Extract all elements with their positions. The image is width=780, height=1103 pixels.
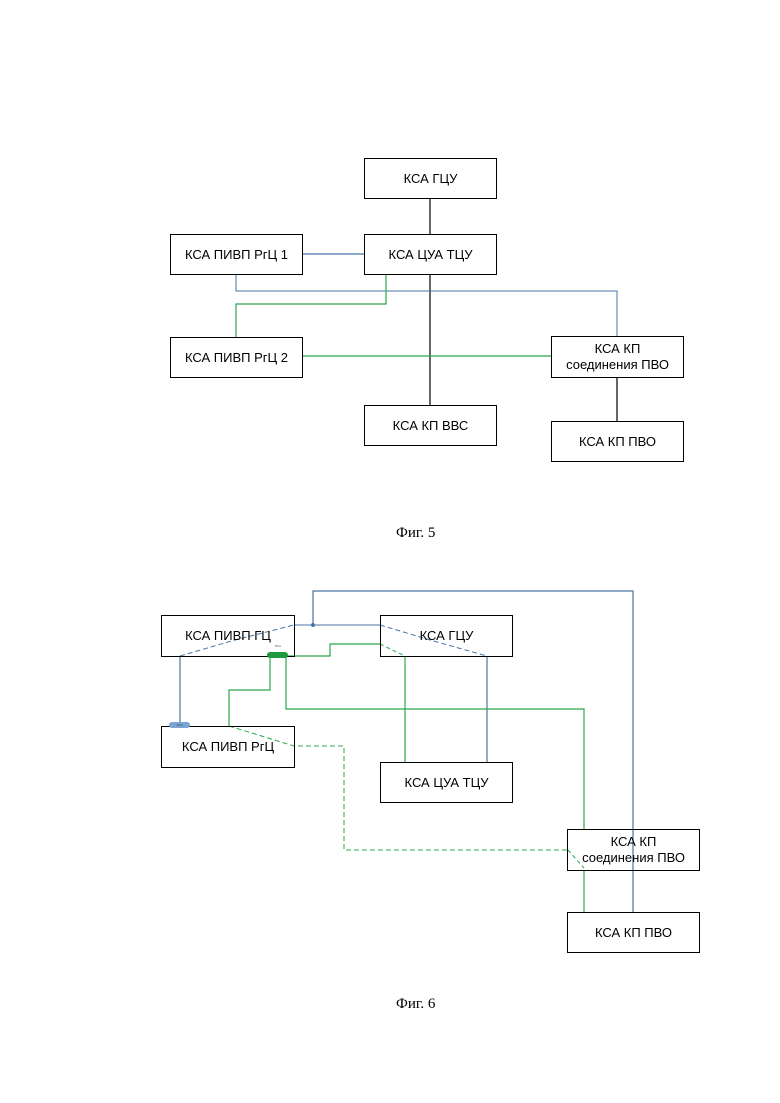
- fig5-line-cua-piivp2: [236, 274, 386, 337]
- fig5-box-kp-pvo: КСА КП ПВО: [551, 421, 684, 462]
- fig5-box-piivp1: КСА ПИВП РгЦ 1: [170, 234, 303, 275]
- fig6-box-kp-pvo: КСА КП ПВО: [567, 912, 700, 953]
- fig6-box-cua-label: КСА ЦУА ТЦУ: [405, 775, 489, 791]
- fig5-box-piivp1-label: КСА ПИВП РгЦ 1: [185, 247, 288, 263]
- fig6-junction-dot: [311, 623, 315, 627]
- fig5-caption: Фиг. 5: [396, 525, 435, 542]
- fig5-box-kp-soed: КСА КП соединения ПВО: [551, 336, 684, 378]
- fig5-line-piivp1-soed: [236, 274, 617, 336]
- fig5-box-gcu-label: КСА ГЦУ: [404, 171, 458, 187]
- fig5-box-cua: КСА ЦУА ТЦУ: [364, 234, 497, 275]
- fig5-box-kp-pvo-label: КСА КП ПВО: [579, 434, 656, 450]
- fig6-connector-green-label: PUs: [271, 643, 285, 649]
- fig6-box-gcu-label: КСА ГЦУ: [420, 628, 474, 644]
- fig5-box-cua-label: КСА ЦУА ТЦУ: [389, 247, 473, 263]
- fig6-box-cua: КСА ЦУА ТЦУ: [380, 762, 513, 803]
- fig6-box-kp-soed: КСА КП соединения ПВО: [567, 829, 700, 871]
- fig5-box-piivp2: КСА ПИВП РгЦ 2: [170, 337, 303, 378]
- fig6-box-kp-pvo-label: КСА КП ПВО: [595, 925, 672, 941]
- fig6-connector-green: [267, 652, 288, 658]
- fig5-box-kp-vvs-label: КСА КП ВВС: [393, 418, 469, 434]
- fig6-line-green-gcu: [287, 644, 380, 656]
- fig5-box-kp-soed-label: КСА КП соединения ПВО: [566, 341, 669, 372]
- fig6-line-green-soed: [286, 656, 584, 829]
- fig6-box-piivp-rgc: КСА ПИВП РгЦ: [161, 726, 295, 768]
- fig5-box-kp-vvs: КСА КП ВВС: [364, 405, 497, 446]
- fig5-box-piivp2-label: КСА ПИВП РгЦ 2: [185, 350, 288, 366]
- fig5-box-gcu: КСА ГЦУ: [364, 158, 497, 199]
- fig6-line-green-rgc: [229, 656, 270, 726]
- fig6-caption: Фиг. 6: [396, 996, 435, 1013]
- fig6-box-piivp-gc-label: КСА ПИВП ГЦ: [185, 628, 271, 644]
- fig6-box-gcu: КСА ГЦУ: [380, 615, 513, 657]
- fig6-box-piivp-gc: КСА ПИВП ГЦ: [161, 615, 295, 657]
- fig6-connector-blue: PUs: [169, 722, 190, 728]
- fig6-box-piivp-rgc-label: КСА ПИВП РгЦ: [182, 739, 274, 755]
- fig6-box-kp-soed-label: КСА КП соединения ПВО: [582, 834, 685, 865]
